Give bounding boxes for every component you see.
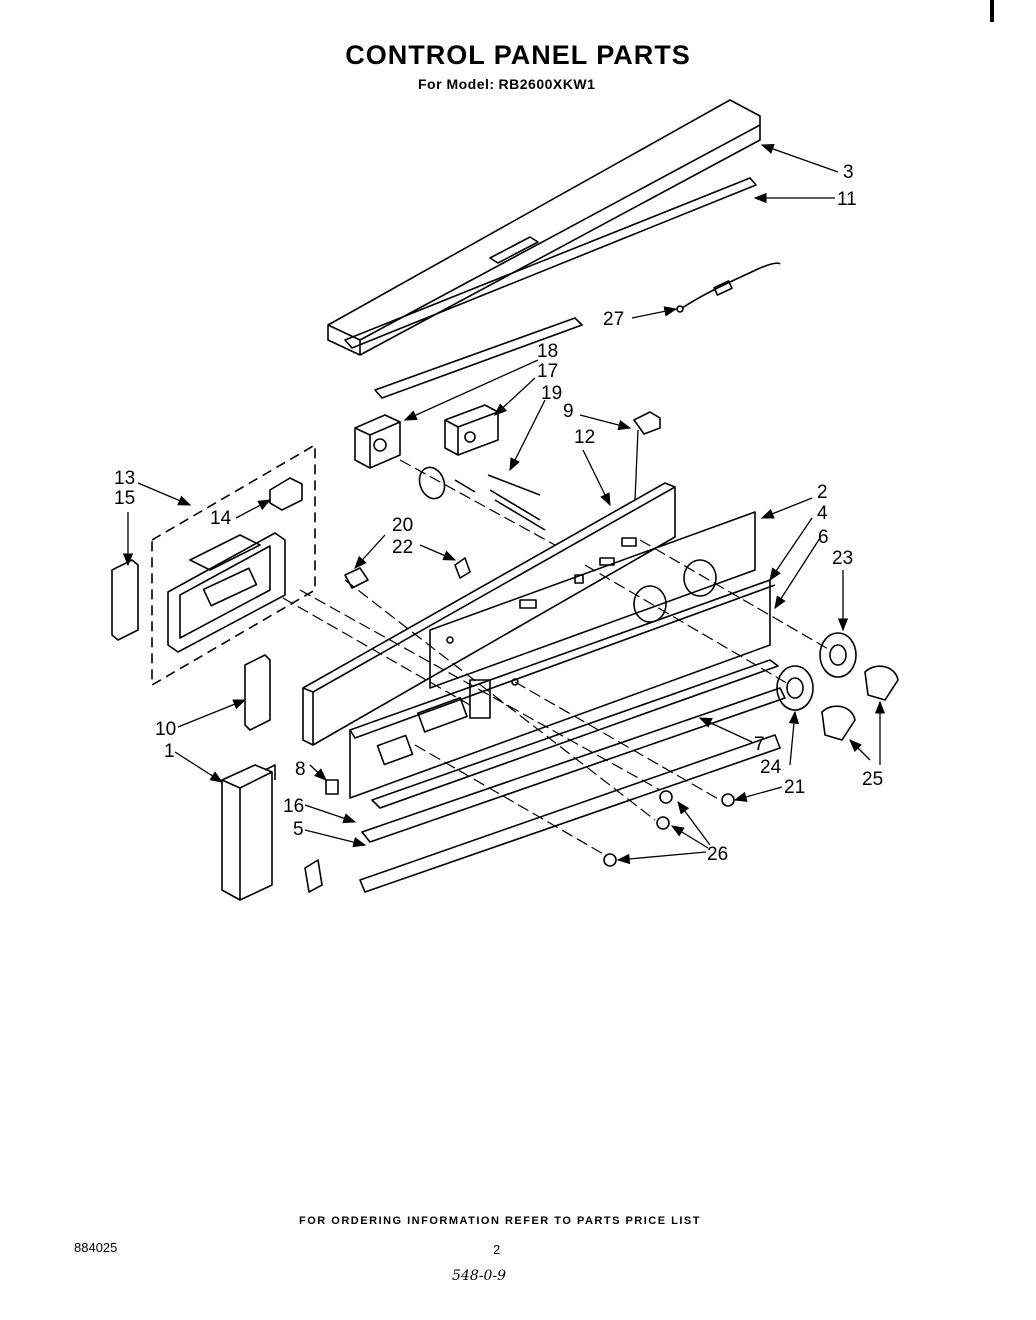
part-bracket-10	[244, 654, 271, 731]
callout-8: 8	[295, 759, 306, 780]
part-escutcheon-23	[819, 632, 857, 678]
callout-labels: 3 11 27 18 17 19 9 12 2 4 6 23 13 15 14 …	[114, 162, 883, 865]
part-screw-26b	[656, 816, 670, 830]
part-escutcheon-24	[776, 665, 814, 711]
callout-19: 19	[541, 383, 562, 404]
part-panel	[429, 511, 756, 689]
part-screw-26c	[603, 853, 617, 867]
part-front-panel	[349, 579, 776, 799]
callout-10: 10	[155, 719, 176, 740]
part-trim-7	[371, 659, 779, 809]
part-20	[344, 567, 369, 589]
part-22	[454, 557, 471, 579]
part-5-clip	[304, 859, 323, 893]
document-number: 884025	[74, 1240, 118, 1255]
part-strip	[344, 177, 757, 349]
page-number: 2	[493, 1242, 501, 1257]
part-control-bracket	[302, 482, 676, 746]
callout-3: 3	[843, 162, 854, 183]
callout-15: 15	[114, 488, 135, 509]
page-title: CONTROL PANEL PARTS	[345, 40, 691, 70]
part-lower-strip	[374, 317, 583, 399]
callout-16: 16	[283, 796, 304, 817]
callout-14: 14	[210, 508, 232, 529]
leader-lines	[122, 144, 886, 865]
handwritten-code: 548-0-9	[452, 1268, 506, 1284]
callout-11: 11	[837, 189, 857, 210]
callout-9: 9	[563, 401, 574, 422]
part-knob-25a	[864, 665, 899, 701]
callout-7: 7	[754, 734, 765, 755]
part-infinite-switch	[444, 404, 499, 456]
part-top-trim	[327, 99, 761, 356]
callout-1: 1	[164, 741, 175, 762]
model-line: For Model:RB2600XKW1	[414, 76, 595, 92]
part-trim-5	[359, 734, 781, 893]
callout-4: 4	[817, 503, 828, 524]
part-trim-16	[361, 687, 786, 843]
callout-21: 21	[784, 777, 805, 798]
part-switch-block	[354, 414, 401, 469]
part-screw-21	[721, 793, 735, 807]
callout-24: 24	[760, 757, 782, 778]
callout-26: 26	[707, 844, 728, 865]
part-end-cap	[221, 764, 276, 901]
part-knob-25b	[821, 705, 856, 741]
callout-25: 25	[862, 769, 883, 790]
callout-17: 17	[537, 361, 558, 382]
callout-5: 5	[293, 819, 304, 840]
part-clock-assembly	[167, 532, 286, 653]
ordering-note: FOR ORDERING INFORMATION REFER TO PARTS …	[299, 1215, 701, 1227]
part-8	[325, 779, 339, 795]
callout-18: 18	[537, 341, 558, 362]
part-screw-26a	[659, 790, 673, 804]
model-number: RB2600XKW1	[498, 76, 596, 92]
callout-20: 20	[392, 515, 413, 536]
part-clip	[633, 411, 661, 435]
alignment-lines	[282, 459, 831, 856]
callout-23: 23	[832, 548, 853, 569]
part-wires	[454, 474, 546, 531]
callout-13: 13	[114, 468, 135, 489]
part-ring	[418, 466, 446, 500]
callout-2: 2	[817, 482, 828, 503]
model-label: For Model:	[418, 76, 495, 92]
callout-22: 22	[392, 537, 413, 558]
corner-mark	[990, 0, 994, 22]
part-clock-bracket	[111, 559, 139, 641]
callout-12: 12	[574, 427, 595, 448]
part-clock-knob	[269, 477, 303, 511]
callout-6: 6	[818, 527, 829, 548]
part-wire-harness	[676, 262, 781, 313]
callout-27: 27	[603, 309, 624, 330]
